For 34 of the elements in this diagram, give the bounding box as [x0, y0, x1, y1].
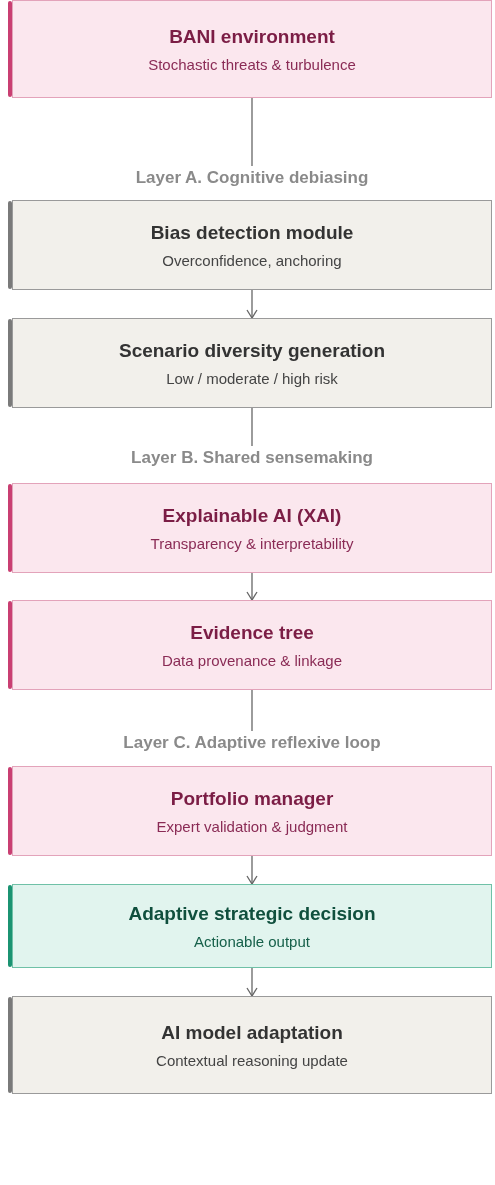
node-title: Portfolio manager: [170, 787, 334, 810]
process-box: [12, 0, 492, 98]
node-subtitle: Data provenance & linkage: [161, 651, 343, 669]
process-box: [12, 318, 492, 408]
node-title: AI model adaptation: [161, 1021, 343, 1044]
process-box: [12, 766, 492, 856]
node-subtitle: Contextual reasoning update: [156, 1051, 348, 1069]
layer-label: Layer A. Cognitive debiasing: [12, 168, 492, 188]
node-title: Adaptive strategic decision: [128, 902, 376, 925]
node-subtitle: Actionable output: [194, 932, 310, 950]
connector-line: [251, 97, 253, 167]
arrow: [246, 289, 258, 319]
node-title: Explainable AI (XAI): [162, 504, 342, 527]
node-subtitle: Overconfidence, anchoring: [162, 251, 342, 269]
node-title: BANI environment: [169, 25, 335, 48]
node-title: Evidence tree: [190, 621, 314, 644]
node-title: Scenario diversity generation: [118, 339, 386, 362]
arrow: [246, 855, 258, 885]
node-title: Bias detection module: [150, 221, 354, 244]
arrow: [246, 572, 258, 601]
node-subtitle: Stochastic threats & turbulence: [148, 55, 356, 73]
process-box: [12, 884, 492, 968]
process-box: [12, 200, 492, 290]
node-subtitle: Low / moderate / high risk: [166, 369, 338, 387]
process-box: [12, 996, 492, 1094]
connector-line: [251, 689, 253, 732]
arrow: [246, 967, 258, 997]
connector-line: [251, 407, 253, 447]
layer-label: Layer C. Adaptive reflexive loop: [12, 733, 492, 753]
node-subtitle: Expert validation & judgment: [156, 817, 348, 835]
layer-label: Layer B. Shared sensemaking: [12, 448, 492, 468]
process-box: [12, 600, 492, 690]
node-subtitle: Transparency & interpretability: [150, 534, 354, 552]
process-box: [12, 483, 492, 573]
